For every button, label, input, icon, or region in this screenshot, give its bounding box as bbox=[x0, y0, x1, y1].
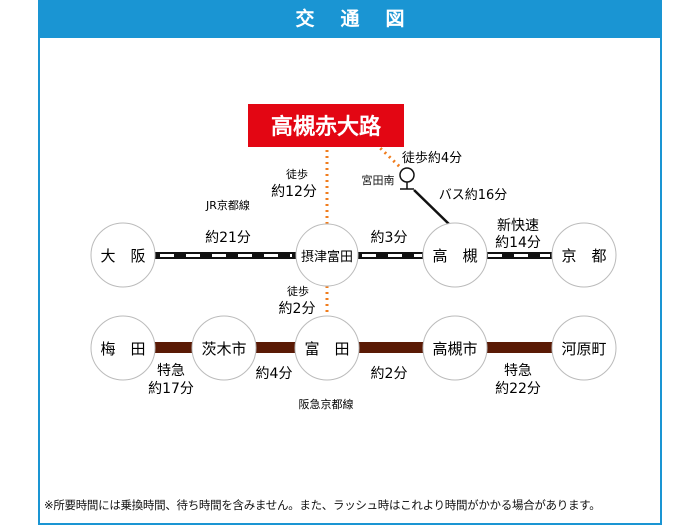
station-umeda: 梅 田 bbox=[90, 315, 156, 381]
bus-stop-icon bbox=[399, 167, 415, 183]
station-label: 梅 田 bbox=[100, 340, 145, 358]
station-circle bbox=[90, 222, 156, 288]
station-label: 富 田 bbox=[304, 340, 349, 358]
station-circle bbox=[90, 315, 156, 381]
station-settsu-tonda: 摂津富田 bbox=[295, 223, 359, 287]
time-takatsuki-kyoto: 約14分 bbox=[495, 235, 541, 251]
destination-box bbox=[248, 104, 404, 147]
station-label: 大 阪 bbox=[100, 247, 145, 265]
walk-label-settsu-tonda-1: 徒歩 bbox=[287, 284, 309, 298]
station-label: 高 槻 bbox=[432, 247, 477, 265]
time-ibaraki-tonda: 約4分 bbox=[256, 366, 293, 382]
destination-label: 高槻赤大路 bbox=[271, 114, 382, 140]
time-umeda-ibaraki: 約17分 bbox=[148, 381, 194, 397]
footnote: ※所要時間には乗換時間、待ち時間を含みません。また、ラッシュ時はこれより時間がか… bbox=[44, 498, 601, 512]
jr-line bbox=[155, 252, 555, 259]
service-takatsuki-kawaramachi: 特急 bbox=[504, 363, 532, 379]
hankyu-line-label: 阪急京都線 bbox=[299, 397, 354, 411]
station-takatsuki: 高 槻 bbox=[422, 222, 488, 288]
station-kyoto: 京 都 bbox=[551, 222, 617, 288]
walk-label-dest-settsu-2: 約12分 bbox=[271, 184, 317, 200]
jr-line-label: JR京都線 bbox=[205, 198, 250, 212]
service-umeda-ibaraki: 特急 bbox=[157, 363, 185, 379]
walk-label-settsu-tonda-2: 約2分 bbox=[279, 301, 316, 317]
time-settsu-takatsuki: 約3分 bbox=[371, 230, 408, 246]
time-tonda-takatsuki: 約2分 bbox=[371, 366, 408, 382]
station-osaka: 大 阪 bbox=[90, 222, 156, 288]
station-label: 京 都 bbox=[561, 247, 606, 265]
station-label: 河原町 bbox=[561, 340, 606, 358]
walk-label-dest-bus: 徒歩約4分 bbox=[402, 151, 462, 166]
walk-route-dest-bus bbox=[374, 142, 402, 169]
page-title: 交通図 bbox=[295, 8, 431, 30]
station-takatsuki-shi: 高槻市 bbox=[422, 315, 488, 381]
bus-time-label: バス約16分 bbox=[439, 188, 508, 203]
station-circle bbox=[422, 222, 488, 288]
station-label: 摂津富田 bbox=[301, 249, 353, 265]
station-circle bbox=[551, 222, 617, 288]
station-circle bbox=[295, 223, 359, 287]
bus-stop-label: 宮田南 bbox=[362, 173, 395, 187]
time-takatsuki-kawaramachi: 約22分 bbox=[495, 381, 541, 397]
station-circle bbox=[191, 315, 257, 381]
station-circle bbox=[422, 315, 488, 381]
station-ibaraki-shi: 茨木市 bbox=[191, 315, 257, 381]
station-label: 高槻市 bbox=[432, 340, 477, 358]
station-circle bbox=[551, 315, 617, 381]
station-tonda: 富 田 bbox=[294, 315, 360, 381]
station-kawaramachi: 河原町 bbox=[551, 315, 617, 381]
station-label: 茨木市 bbox=[201, 340, 246, 358]
station-circle bbox=[294, 315, 360, 381]
service-takatsuki-kyoto: 新快速 bbox=[497, 218, 539, 234]
header-bar: 交通図 bbox=[38, 0, 662, 38]
time-osaka-settsu: 約21分 bbox=[205, 230, 251, 246]
walk-label-dest-settsu-1: 徒歩 bbox=[286, 167, 308, 181]
bus-route bbox=[413, 189, 453, 228]
